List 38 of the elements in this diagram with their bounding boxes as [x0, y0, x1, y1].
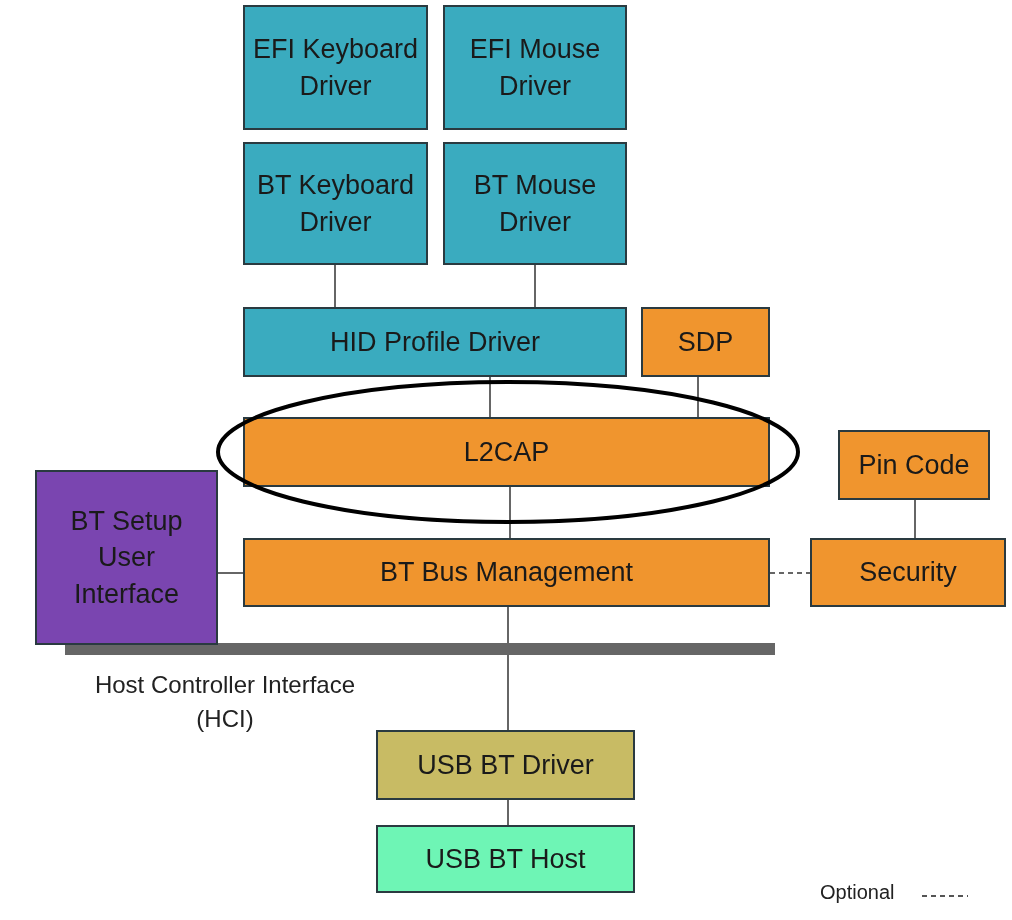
box-label: BT Mouse Driver	[472, 169, 598, 239]
connector-line	[509, 486, 511, 539]
layer-box	[243, 307, 627, 377]
connector-line	[334, 264, 336, 308]
box-label: HID Profile Driver	[329, 325, 541, 359]
layer-box	[376, 825, 635, 893]
box-label: BT Keyboard Driver	[255, 169, 416, 239]
box-label: SDP	[676, 325, 735, 359]
connector-line	[697, 376, 699, 418]
box-label: USB BT Driver	[416, 748, 595, 782]
layer-box	[243, 538, 770, 607]
connector-line	[507, 606, 509, 731]
layer-box	[641, 307, 770, 377]
box-label: Security	[858, 556, 958, 590]
layer-box	[243, 417, 770, 487]
layer-box	[810, 538, 1006, 607]
connector-line	[914, 499, 916, 539]
layer-box	[243, 142, 428, 265]
layer-box	[35, 470, 218, 645]
connector-line	[489, 376, 491, 418]
connector-line	[534, 264, 536, 308]
box-label: EFI Keyboard Driver	[251, 33, 420, 103]
layer-box	[443, 5, 627, 130]
box-label: USB BT Host	[424, 842, 587, 876]
layer-box	[376, 730, 635, 800]
box-label: BT Setup User Interface	[69, 504, 184, 611]
box-label: L2CAP	[462, 435, 551, 469]
layer-box	[838, 430, 990, 500]
legend-label: Optional	[820, 880, 895, 905]
connector-line	[217, 572, 244, 574]
connector-line	[507, 799, 509, 826]
connector-line	[769, 572, 811, 574]
box-label: EFI Mouse Driver	[468, 33, 602, 103]
box-label: BT Bus Management	[378, 556, 635, 590]
layer-box	[443, 142, 627, 265]
box-label: Pin Code	[857, 448, 971, 482]
layer-box	[243, 5, 428, 130]
interface-label: Host Controller Interface (HCI)	[93, 670, 357, 734]
